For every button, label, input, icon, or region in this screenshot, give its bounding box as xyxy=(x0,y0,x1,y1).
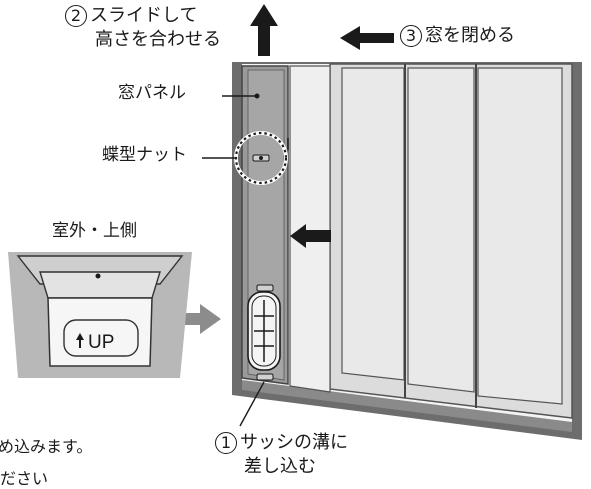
outdoor-top-label: 室外・上側 xyxy=(52,221,137,241)
cut-text-2: ださい xyxy=(0,469,49,488)
butterfly-nut-icon xyxy=(234,131,288,185)
up-arrow-icon xyxy=(250,4,278,56)
left-arrow-panel-icon xyxy=(290,224,331,248)
step3-text: 窓を閉める xyxy=(425,25,515,46)
left-arrow-step3-icon xyxy=(340,26,394,50)
butterfly-nut-label: 蝶型ナット xyxy=(102,145,187,165)
right-arrow-gray-icon xyxy=(176,304,221,334)
step1-number: 1 xyxy=(215,432,237,454)
step2-number: 2 xyxy=(65,5,87,27)
step3-number: 3 xyxy=(400,25,422,47)
glass-panes xyxy=(289,63,573,419)
step2-text-1: スライドして xyxy=(90,5,198,26)
up-mark-text: UP xyxy=(88,332,114,353)
step1-text-1: サッシの溝に xyxy=(240,432,348,453)
leader-lines xyxy=(202,95,265,427)
up-mark-arrow-icon xyxy=(76,333,84,348)
cut-text-1: め込みます。 xyxy=(0,437,93,456)
step1-line2: 差し込む xyxy=(244,456,316,477)
window-panel-label: 窓パネル xyxy=(118,83,186,103)
panel-grip xyxy=(247,284,281,381)
step2-line2: 高さを合わせる xyxy=(95,29,221,50)
detail-inset: UP xyxy=(8,252,192,378)
